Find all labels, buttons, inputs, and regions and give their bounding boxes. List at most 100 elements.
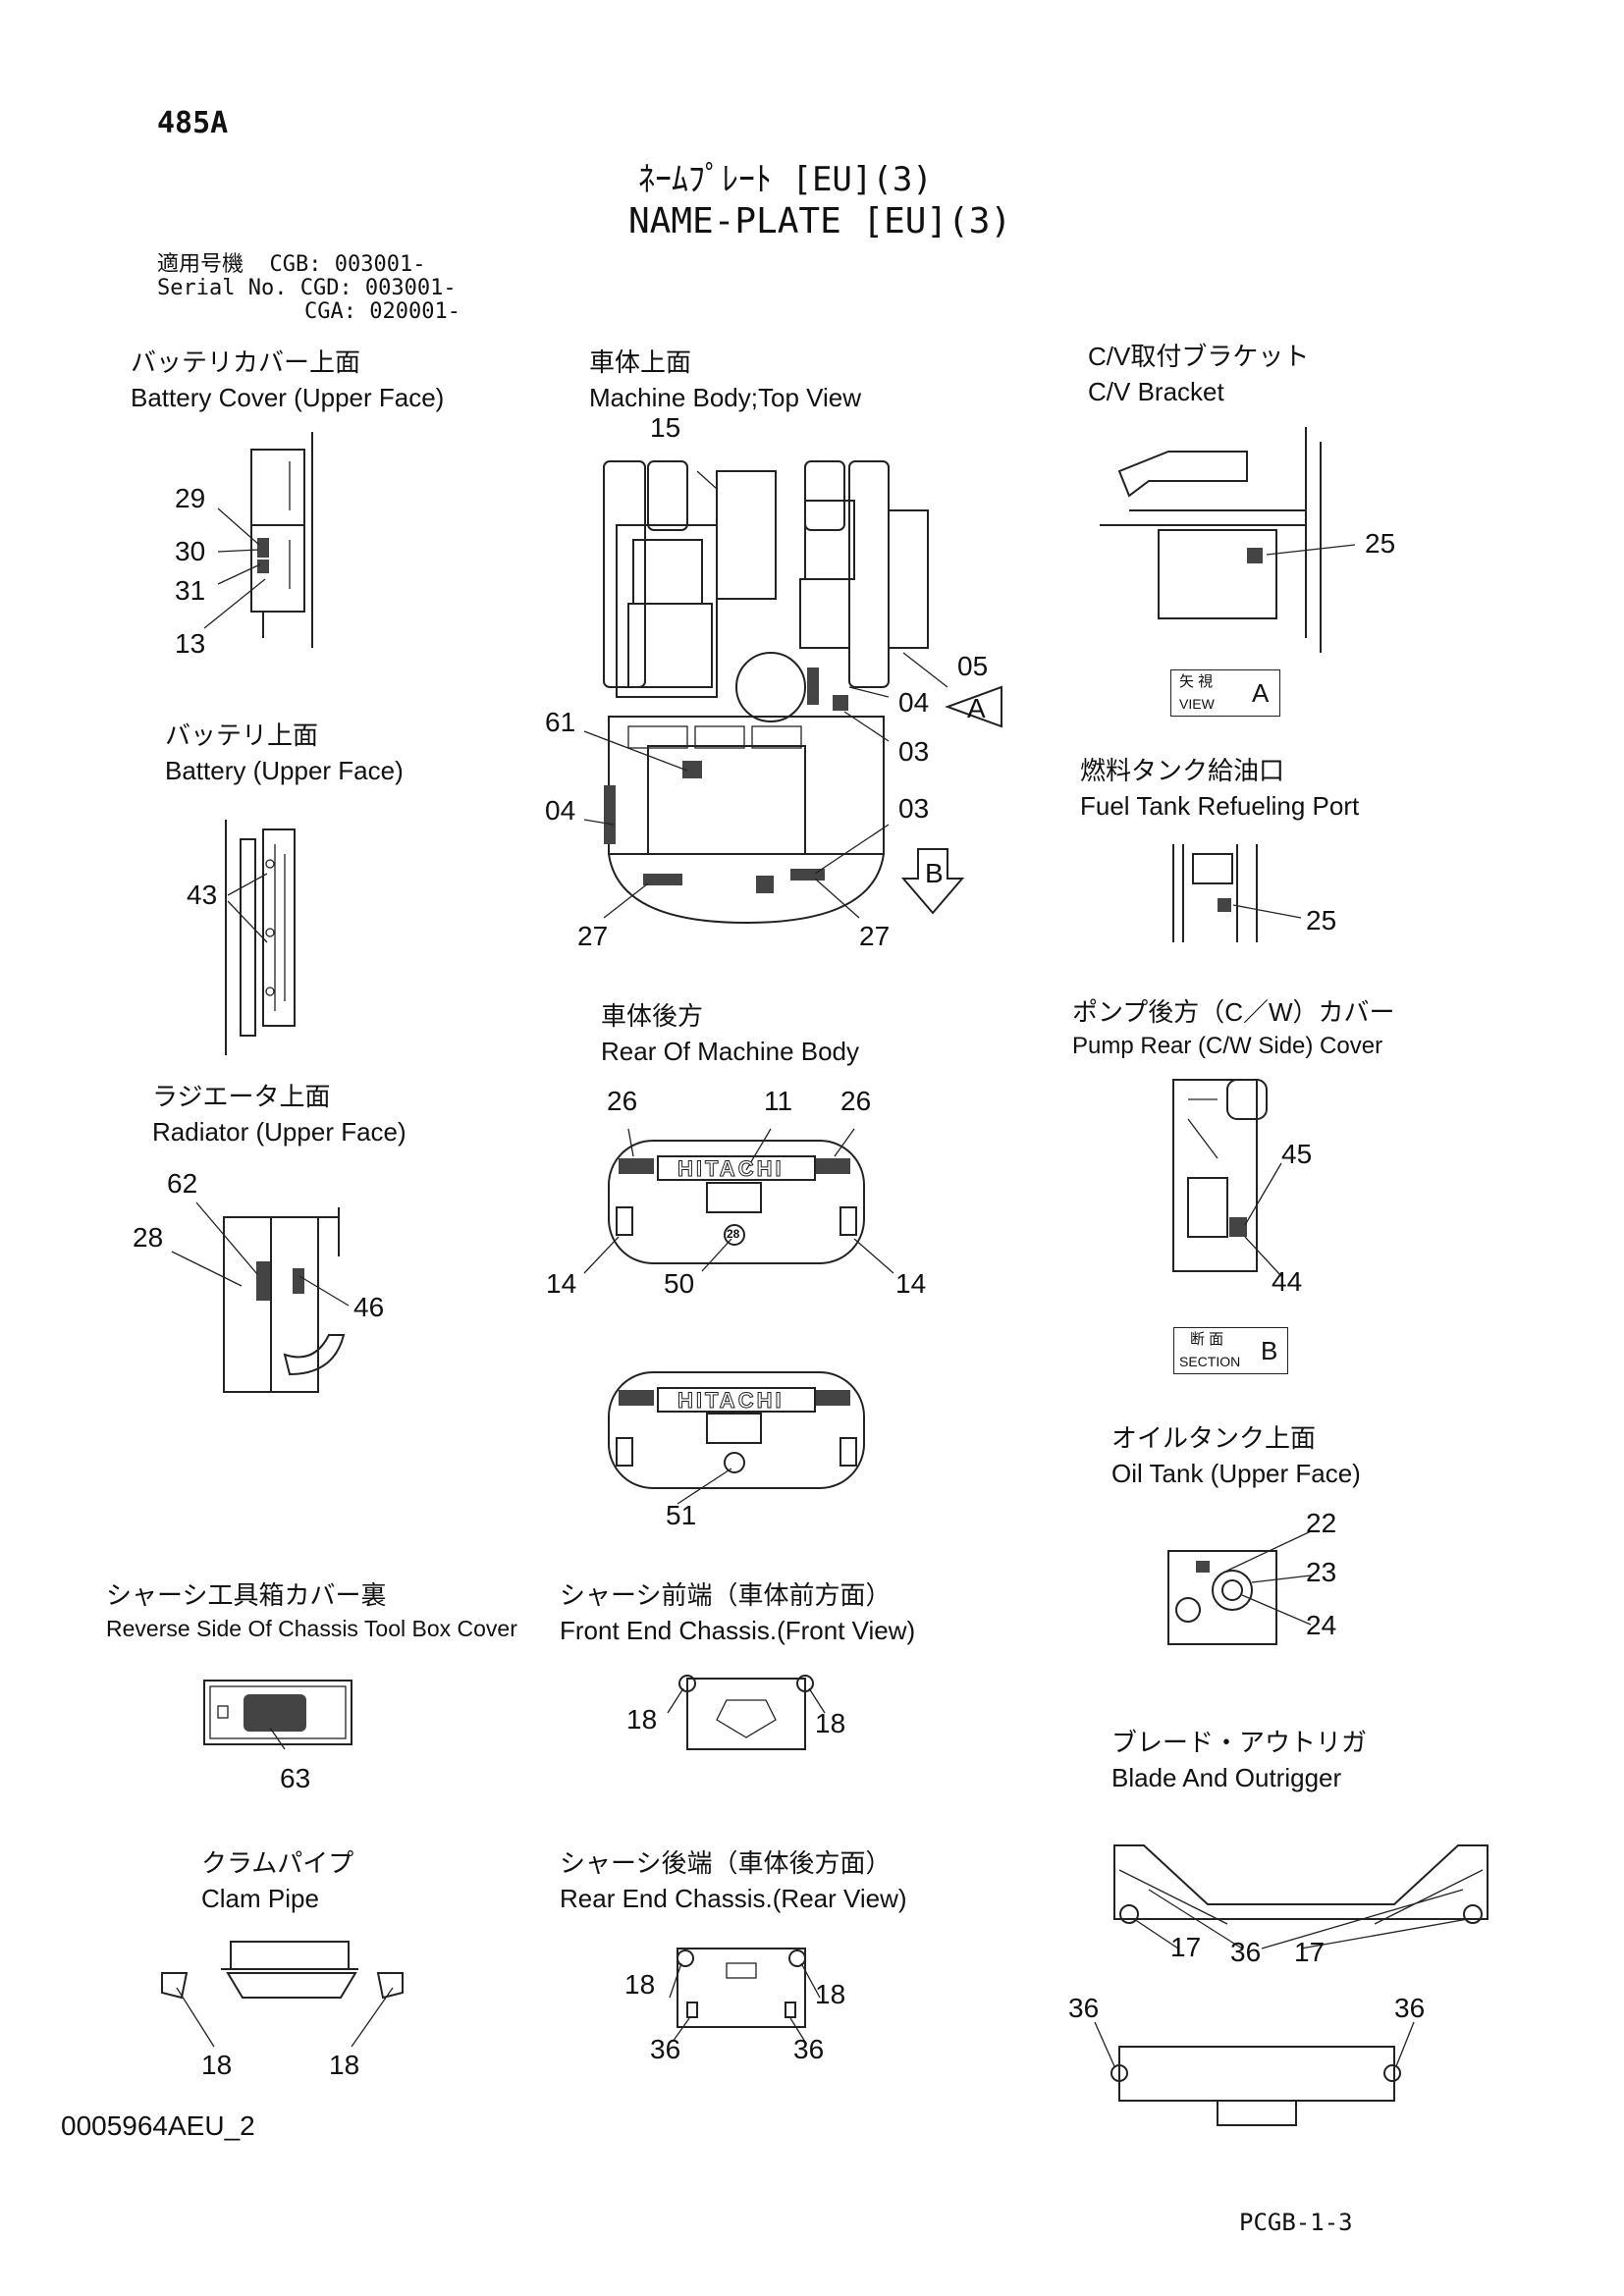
drawing-number: 0005964AEU_2 — [61, 2110, 255, 2141]
callout: 29 — [175, 483, 206, 513]
blade-label-ja: ブレード・アウトリガ — [1111, 1728, 1368, 1757]
fuel-tank-label-en: Fuel Tank Refueling Port — [1080, 791, 1360, 821]
callout: 25 — [1365, 528, 1396, 559]
callout: 63 — [280, 1763, 311, 1793]
radiator-label-en: Radiator (Upper Face) — [152, 1117, 406, 1147]
callout: 27 — [859, 921, 891, 951]
callout: 26 — [607, 1086, 638, 1116]
callout: 26 — [840, 1086, 872, 1116]
serial-block: 適用号機 CGB: 003001- Serial No. CGD: 003001… — [157, 253, 460, 323]
callout: 03 — [898, 793, 930, 824]
title-japanese: ﾈｰﾑﾌﾟﾚｰﾄ [EU](3) — [638, 160, 933, 199]
callout: 18 — [329, 2050, 360, 2080]
callout: 36 — [1230, 1937, 1262, 1967]
callout: 13 — [175, 628, 206, 659]
pump-rear-label-ja: ポンプ後方（C／W）カバー — [1072, 997, 1395, 1027]
callout: 51 — [666, 1500, 697, 1530]
serial-code: CGB: 003001- — [269, 252, 426, 277]
section-box-en: SECTION — [1179, 1354, 1241, 1369]
callout: 03 — [898, 736, 930, 767]
fuel-tank-drawing — [1172, 844, 1302, 942]
serial-label-en: Serial No. — [157, 275, 288, 300]
callout: 50 — [664, 1268, 695, 1299]
radiator-drawing — [171, 1201, 350, 1393]
front-chassis-drawing — [667, 1675, 826, 1750]
callout: 04 — [545, 795, 576, 826]
callout: 62 — [167, 1168, 198, 1199]
toolbox-cover-drawing — [203, 1680, 352, 1750]
callout: 14 — [546, 1268, 577, 1299]
section-box-ja: 断 面 — [1190, 1331, 1224, 1348]
blade-drawing — [1094, 1844, 1489, 2126]
callout: 27 — [577, 921, 609, 951]
machine-body-drawing — [583, 460, 1002, 925]
brand-text: HITACHI — [677, 1388, 785, 1413]
rear-chassis-label-ja: シャーシ後端（車体後方面） — [560, 1848, 892, 1878]
view-arrow-b-letter: B — [925, 858, 944, 888]
brand-text: HITACHI — [677, 1156, 785, 1181]
battery-cover-label-ja: バッテリカバー上面 — [131, 347, 361, 377]
battery-cover-drawing — [203, 432, 313, 648]
rear-body-drawing-1 — [583, 1128, 894, 1274]
callout: 30 — [175, 536, 206, 566]
view-a-box: 矢 視 VIEW A — [1170, 669, 1280, 717]
radiator-label-ja: ラジエータ上面 — [152, 1082, 331, 1111]
clam-pipe-label-ja: クラムパイプ — [201, 1848, 354, 1878]
toolbox-label-ja: シャーシ工具箱カバー裏 — [106, 1580, 387, 1610]
section-b-box: 断 面 SECTION B — [1173, 1327, 1288, 1374]
callout: 31 — [175, 575, 206, 606]
machine-top-label-ja: 車体上面 — [589, 347, 692, 377]
callout: 36 — [793, 2034, 825, 2064]
rear-body-label-en: Rear Of Machine Body — [601, 1037, 860, 1066]
battery-upper-label-ja: バッテリ上面 — [165, 721, 319, 750]
callout: 36 — [1394, 1993, 1426, 2023]
section-box-letter: B — [1261, 1336, 1278, 1365]
view-box-letter: A — [1252, 678, 1270, 708]
cv-bracket-drawing — [1100, 427, 1356, 653]
title-english: NAME-PLATE [EU](3) — [628, 201, 1012, 241]
callout: 46 — [353, 1292, 385, 1322]
callout: 45 — [1281, 1139, 1313, 1169]
serial-label-ja: 適用号機 — [157, 252, 244, 277]
fuel-tank-label-ja: 燃料タンク給油口 — [1080, 756, 1285, 785]
clam-pipe-label-en: Clam Pipe — [201, 1884, 319, 1913]
serial-code: CGA: 020001- — [304, 298, 460, 324]
front-chassis-label-ja: シャーシ前端（車体前方面） — [560, 1580, 892, 1610]
cv-bracket-label-en: C/V Bracket — [1088, 377, 1224, 406]
battery-cover-label-en: Battery Cover (Upper Face) — [131, 383, 445, 412]
oil-tank-label-en: Oil Tank (Upper Face) — [1111, 1459, 1361, 1488]
front-chassis-label-en: Front End Chassis.(Front View) — [560, 1616, 916, 1645]
serial-code: CGD: 003001- — [299, 275, 457, 300]
callout: 11 — [764, 1086, 793, 1116]
page-id: 485A — [157, 106, 229, 140]
callout: 22 — [1306, 1508, 1337, 1538]
blade-label-en: Blade And Outrigger — [1111, 1763, 1342, 1792]
view-box-ja: 矢 視 — [1179, 673, 1214, 690]
rear-chassis-drawing — [669, 1948, 821, 2043]
page-code: PCGB-1-3 — [1239, 2209, 1353, 2236]
callout: 18 — [626, 1704, 658, 1735]
oil-tank-drawing — [1167, 1530, 1312, 1645]
pump-rear-drawing — [1172, 1079, 1282, 1277]
callout: 24 — [1306, 1610, 1337, 1640]
callout: 18 — [624, 1969, 656, 2000]
rear-body-label-ja: 車体後方 — [601, 1001, 704, 1031]
cv-bracket-label-ja: C/V取付ブラケット — [1088, 342, 1310, 371]
callout: 15 — [650, 412, 681, 443]
callout: 28 — [133, 1222, 164, 1253]
badge-text: 28 — [727, 1227, 740, 1241]
toolbox-label-en: Reverse Side Of Chassis Tool Box Cover — [106, 1616, 517, 1641]
callout: 05 — [957, 651, 989, 681]
callout: 17 — [1170, 1932, 1202, 1962]
callout: 14 — [895, 1268, 927, 1299]
callout: 43 — [187, 880, 218, 910]
callout: 23 — [1306, 1557, 1337, 1587]
callout: 25 — [1306, 905, 1337, 935]
view-arrow-a-letter: A — [967, 693, 986, 723]
callout: 61 — [545, 707, 576, 737]
machine-top-label-en: Machine Body;Top View — [589, 383, 862, 412]
view-box-en: VIEW — [1179, 696, 1215, 712]
battery-upper-label-en: Battery (Upper Face) — [165, 756, 404, 785]
callout: 36 — [1068, 1993, 1100, 2023]
